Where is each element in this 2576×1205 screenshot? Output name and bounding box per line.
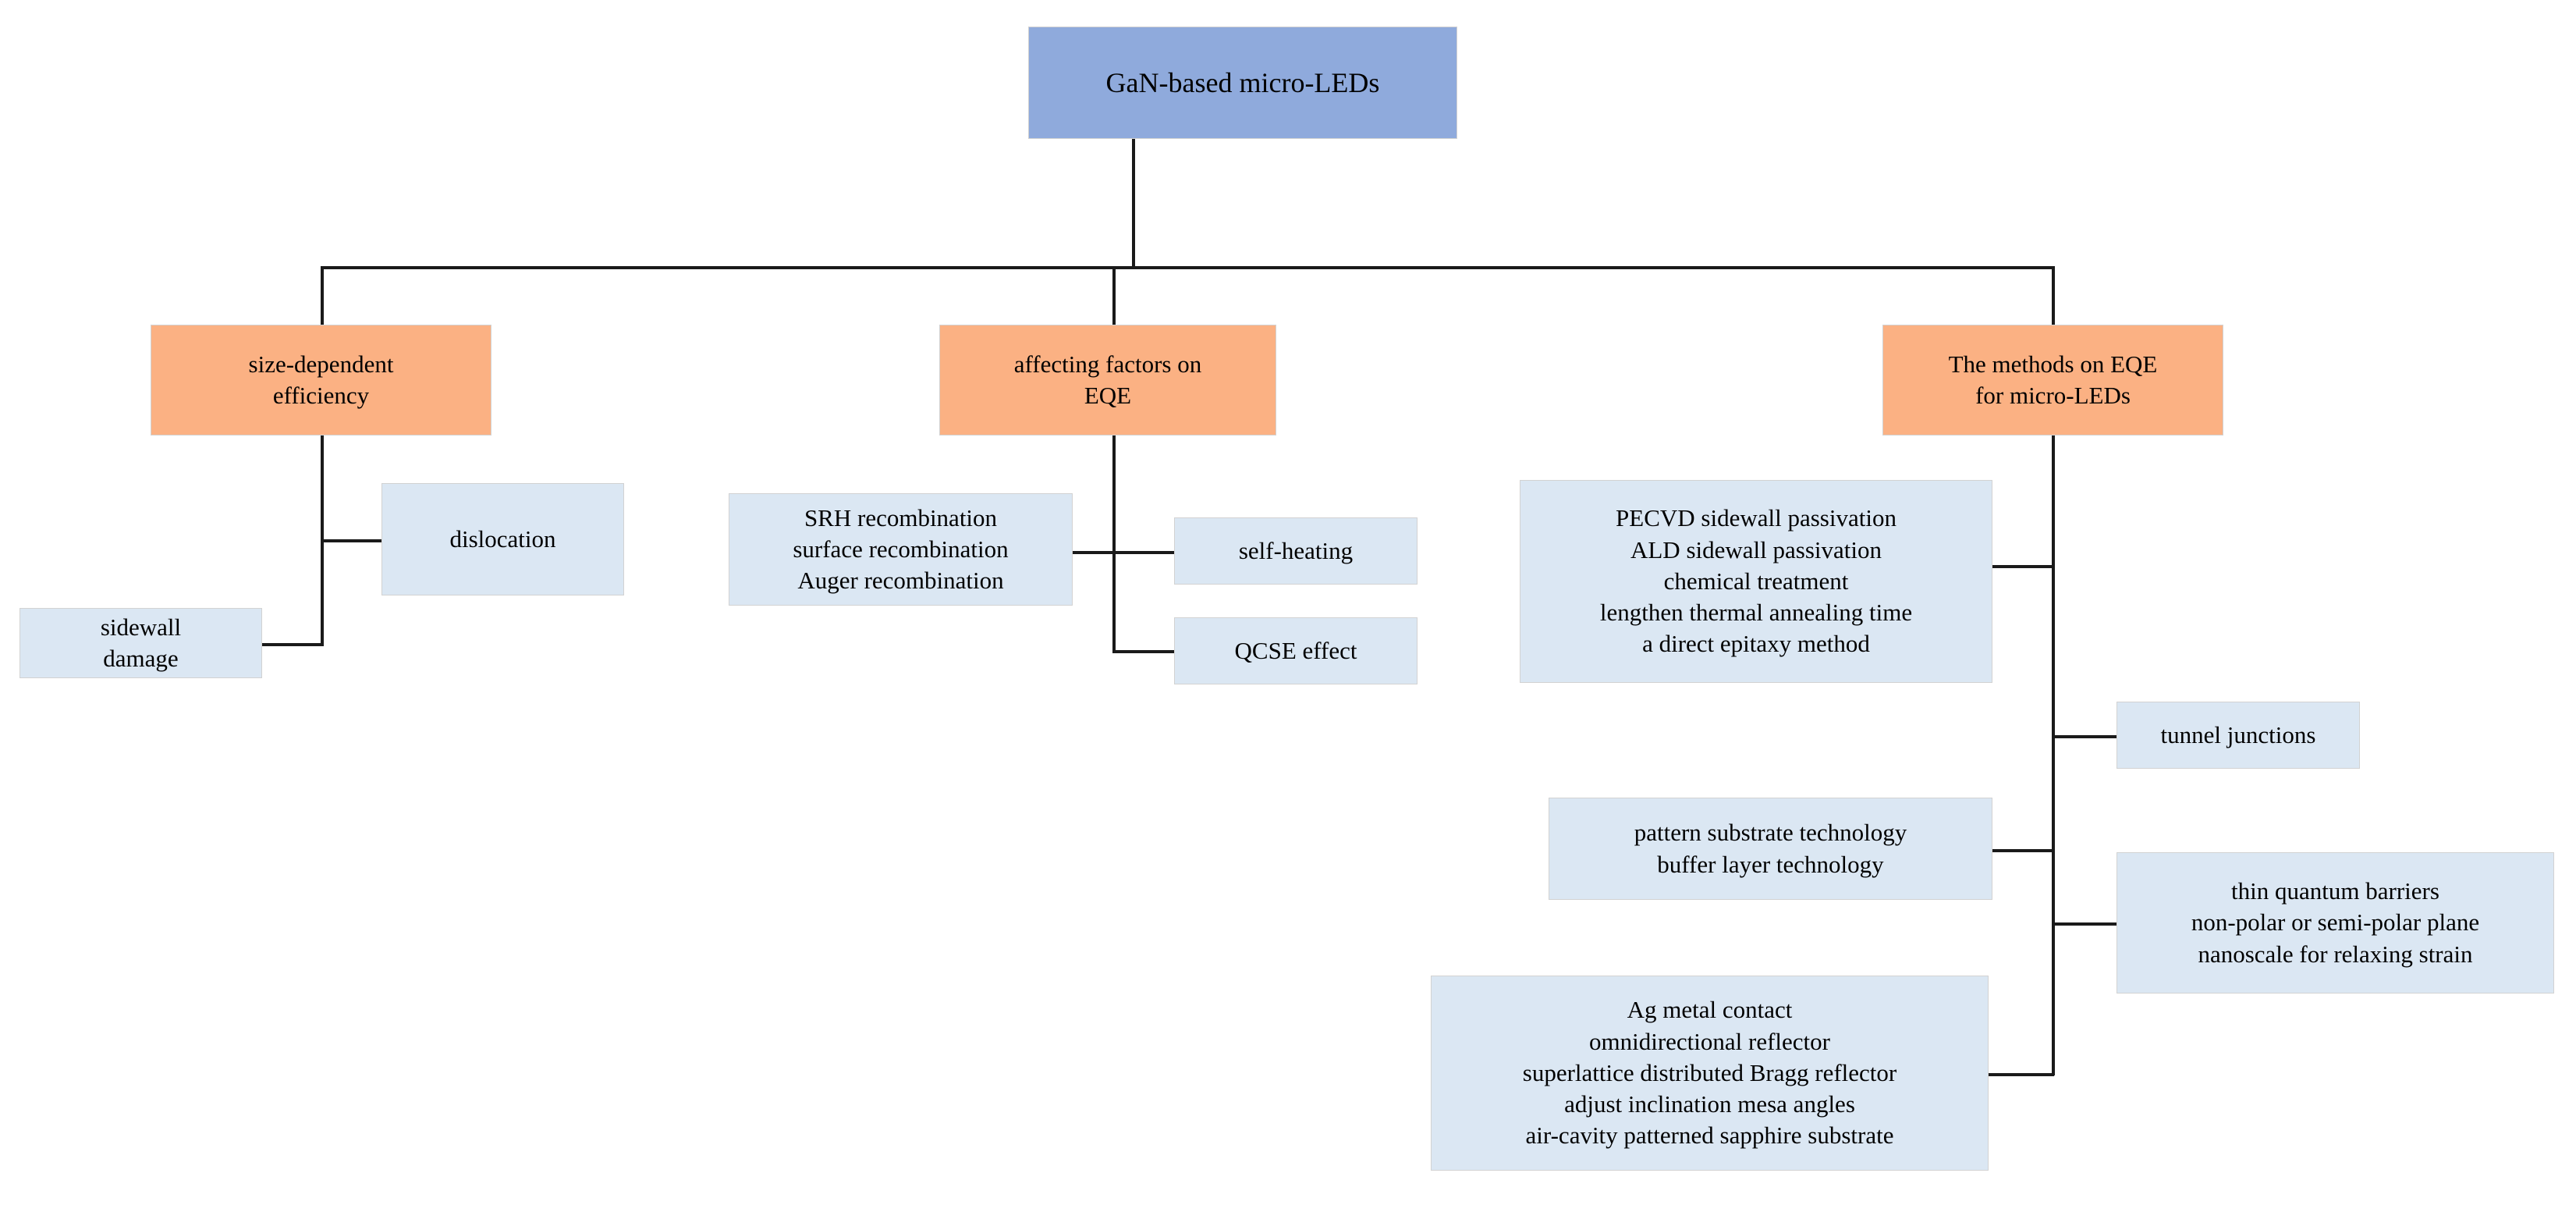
node-recombination-mechanisms[interactable]: SRH recombination surface recombination … <box>729 493 1073 606</box>
connector-branch-3-to-tunnel-junctions <box>2052 735 2117 738</box>
node-dislocation[interactable]: dislocation <box>381 483 624 595</box>
connector-main-bar <box>321 266 2055 269</box>
connector-branch-1-to-dislocation <box>321 539 382 542</box>
node-root[interactable]: GaN-based micro-LEDs <box>1028 27 1457 139</box>
node-affecting-factors-on-eqe[interactable]: affecting factors on EQE <box>939 325 1276 435</box>
node-passivation-methods[interactable]: PECVD sidewall passivation ALD sidewall … <box>1520 480 1992 683</box>
connector-drop-branch-2 <box>1112 266 1116 325</box>
connector-drop-branch-3 <box>2052 266 2055 325</box>
connector-branch-1-to-sidewall-damage <box>262 643 324 646</box>
node-tunnel-junctions[interactable]: tunnel junctions <box>2117 702 2360 769</box>
node-sidewall-damage[interactable]: sidewall damage <box>20 608 262 678</box>
node-substrate-technology[interactable]: pattern substrate technology buffer laye… <box>1549 798 1992 900</box>
connector-branch-2-to-recombination <box>1073 551 1116 554</box>
connector-branch-3-to-passivation <box>1992 565 2054 568</box>
connector-branch-2-to-qcse <box>1112 650 1174 653</box>
connector-branch-2-trunk <box>1112 435 1116 653</box>
connector-branch-2-to-self-heating <box>1112 551 1174 554</box>
connector-drop-branch-1 <box>321 266 324 325</box>
connector-branch-3-to-light-extraction <box>1989 1073 2054 1076</box>
node-self-heating[interactable]: self-heating <box>1174 517 1418 585</box>
node-size-dependent-efficiency[interactable]: size-dependent efficiency <box>151 325 491 435</box>
node-light-extraction-methods[interactable]: Ag metal contact omnidirectional reflect… <box>1431 976 1989 1171</box>
node-methods-on-eqe-for-micro-leds[interactable]: The methods on EQE for micro-LEDs <box>1882 325 2223 435</box>
connector-branch-3-to-strain-relaxation <box>2052 922 2117 926</box>
connector-root-stem <box>1132 139 1135 269</box>
node-strain-relaxation-methods[interactable]: thin quantum barriers non-polar or semi-… <box>2117 852 2554 994</box>
connector-branch-3-trunk <box>2052 435 2055 1075</box>
node-qcse-effect[interactable]: QCSE effect <box>1174 617 1418 684</box>
connector-branch-3-to-substrate-technology <box>1989 849 2054 852</box>
